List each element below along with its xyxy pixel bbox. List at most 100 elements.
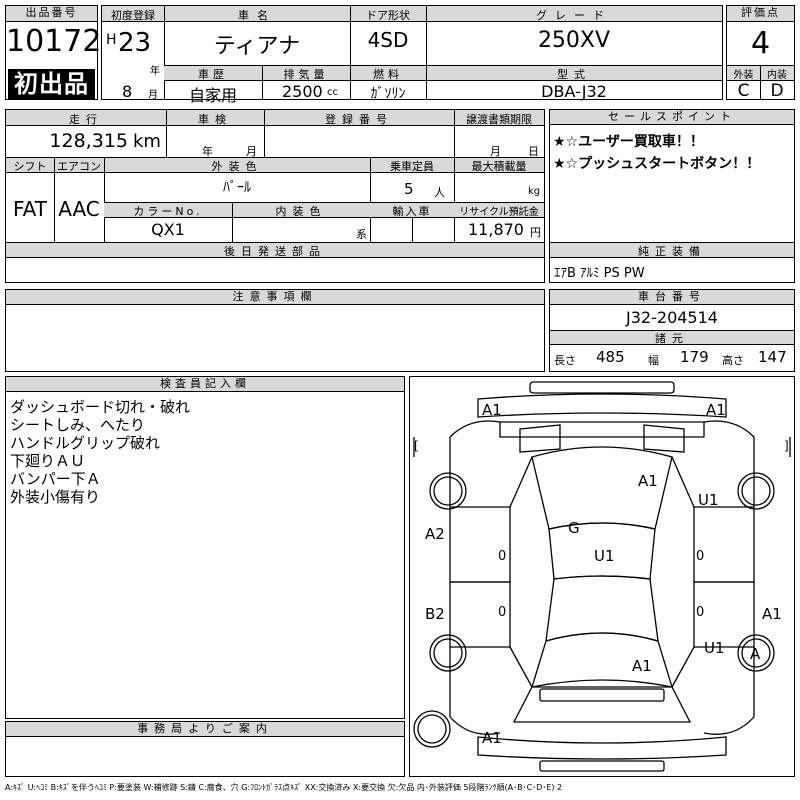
- car-name-label: 車名: [238, 9, 276, 22]
- mileage-unit: km: [133, 131, 161, 152]
- chassis-label: 車台番号: [550, 290, 794, 305]
- insp-year-unit: 年: [202, 145, 213, 158]
- exterior-grade: C: [737, 81, 750, 101]
- plate-label: 登録番号: [325, 113, 393, 126]
- damage-legend: A:ｷｽﾞ U:ﾍｺﾐ B:ｷｽﾞを伴うﾍｺﾐ P:要塗装 W:補修跡 S:錆 …: [5, 783, 563, 792]
- load-unit: kg: [528, 186, 541, 197]
- displacement: 2500: [282, 82, 323, 101]
- capacity: 5: [404, 180, 414, 198]
- dims-label: 諸元: [655, 332, 689, 345]
- height-label: 高さ: [722, 354, 744, 367]
- inspector-line-2: シートしみ、へたり: [10, 416, 146, 434]
- recycle-fee: 11,870: [468, 220, 524, 239]
- import-label: 輸入車: [392, 205, 432, 218]
- spec-box: 初度登録 車名 ドア形状 グレード H 23 年 8 月 ティアナ 4SD 25…: [101, 5, 723, 105]
- height: 147: [758, 348, 787, 366]
- later-parts-label: 後日発送部品: [224, 245, 326, 258]
- displacement-label: 排気量: [283, 68, 329, 81]
- history-label: 車歴: [198, 68, 228, 81]
- inspection-label: 車検: [198, 113, 232, 126]
- inspector-line-1: ダッシュボード切れ・破れ: [10, 398, 191, 416]
- spec-header-row: [102, 6, 722, 22]
- sales-point-box: セールスポイント ★☆ユーザー買取車！！ ★☆プッシュスタートボタン！！ 純正装…: [549, 109, 795, 283]
- score-box: 評価点 4 外装 内装 C D: [726, 5, 795, 101]
- capacity-unit: 人: [434, 186, 445, 199]
- interior-grade: D: [770, 81, 784, 101]
- insp-month-unit: 月: [246, 145, 257, 158]
- reg-month-unit: 月: [148, 90, 158, 101]
- genuine-equipment: ｴｱB ｱﾙﾐ PS PW: [554, 266, 645, 281]
- sales-point-label: セールスポイント: [550, 110, 794, 125]
- notes-box: 注意事項欄: [5, 289, 545, 372]
- history: 自家用: [188, 86, 237, 105]
- bracket-right: ]: [784, 439, 789, 453]
- mark-front-right: A1: [706, 401, 726, 419]
- bracket-left: [: [414, 439, 419, 453]
- mark-fender-right: U1: [698, 491, 719, 509]
- chassis-box: 車台番号 J32-204514 諸元 長さ 485 幅 179 高さ 147: [549, 289, 795, 372]
- fuel: ｶﾞｿﾘﾝ: [370, 86, 406, 102]
- displacement-unit: cc: [327, 87, 338, 98]
- grade: 250XV: [537, 28, 611, 53]
- recycle-unit: 円: [530, 226, 541, 239]
- int-color-unit: 系: [356, 228, 367, 241]
- shift-label: シフト: [13, 160, 47, 173]
- sales-point-1: ★☆ユーザー買取車！！: [553, 134, 704, 150]
- recycle-label: リサイクル預託金: [459, 207, 539, 218]
- chassis-number: J32-204514: [626, 308, 718, 327]
- shift: FAT: [12, 197, 47, 221]
- mark-zero-4: 0: [696, 605, 705, 620]
- mark-left-front-door: A2: [425, 525, 445, 543]
- car-name: ティアナ: [213, 34, 301, 59]
- length: 485: [596, 348, 625, 366]
- ac: AAC: [58, 197, 100, 221]
- mark-zero-3: 0: [498, 605, 507, 620]
- door-label: ドア形状: [366, 9, 410, 22]
- capacity-label: 乗車定員: [390, 160, 434, 173]
- ac-label: エアコン: [57, 160, 101, 173]
- mileage: 128,315: [49, 130, 128, 152]
- interior-label: 内装: [767, 70, 787, 81]
- vehicle-info-box: 走行 車検 登録番号 譲渡書類期限 128,315 km 年 月 月 日 シフト…: [5, 109, 545, 283]
- office-box: 事務局よりご案内: [5, 721, 405, 777]
- genuine-equipment-label: 純正装備: [638, 245, 706, 258]
- lot-number-box: 出品番号 10172 初出品: [5, 5, 102, 100]
- first-listing-badge: 初出品: [8, 69, 95, 99]
- color-label: 外装色: [211, 160, 263, 173]
- door-type: 4SD: [367, 28, 409, 52]
- width-label: 幅: [648, 354, 659, 367]
- reg-year-unit: 年: [150, 66, 160, 77]
- width: 179: [680, 348, 709, 366]
- exterior-label: 外装: [733, 70, 754, 81]
- lot-number: 10172: [6, 24, 102, 59]
- mark-wheel-right: A: [750, 645, 761, 663]
- car-diagram-box: A1 A1 A1 U1 A2 G U1 B2 A1 U1 A1 A A1 0 0…: [409, 376, 795, 777]
- score-label: 評価点: [727, 6, 794, 22]
- fuel-label: 燃料: [373, 68, 403, 81]
- color-number: QX1: [151, 220, 185, 239]
- inspector-line-5: バンパー下Ａ: [10, 470, 101, 488]
- inspector-line-6: 外装小傷有り: [10, 488, 101, 506]
- mark-hood: A1: [638, 472, 658, 490]
- mark-roof-g: G: [568, 519, 580, 537]
- mark-trunk: A1: [632, 657, 652, 675]
- mark-rear-left: A1: [482, 729, 502, 747]
- mark-zero-2: 0: [696, 549, 705, 564]
- mark-left-rear-door: B2: [425, 605, 445, 623]
- inspector-box: 検査員記入欄 ダッシュボード切れ・破れ シートしみ、へたり ハンドルグリップ破れ…: [5, 376, 405, 719]
- transfer-day-unit: 日: [528, 145, 539, 158]
- mileage-label: 走行: [69, 113, 103, 126]
- mark-zero-1: 0: [498, 549, 507, 564]
- mark-roof-u: U1: [594, 547, 615, 565]
- color-no-label: カラーNo.: [133, 205, 203, 218]
- length-label: 長さ: [554, 354, 576, 367]
- model-code: DBA-J32: [541, 82, 607, 101]
- score: 4: [750, 26, 771, 61]
- reg-month: 8: [122, 82, 133, 101]
- office-label: 事務局よりご案内: [6, 722, 404, 737]
- notes-label: 注意事項欄: [6, 290, 544, 305]
- model-label: 型式: [557, 68, 591, 81]
- int-color-label: 内装色: [275, 205, 327, 218]
- first-reg-label: 初度登録: [111, 9, 155, 22]
- lot-number-label: 出品番号: [6, 6, 97, 22]
